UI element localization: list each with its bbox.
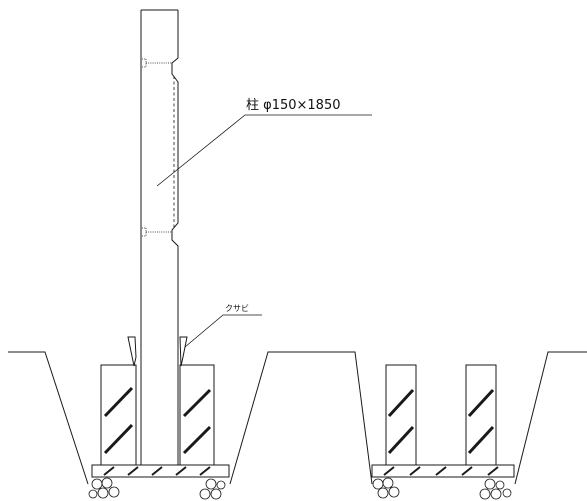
wedge-label: クサビ xyxy=(225,304,249,313)
ground-line-left xyxy=(8,351,89,485)
block-left xyxy=(100,364,137,466)
block-right-pit-left xyxy=(385,364,417,466)
base-slab-right xyxy=(371,464,515,478)
block-right-pit-right xyxy=(465,364,497,466)
gravel-left xyxy=(88,477,226,500)
post-label: 柱 φ150×1850 xyxy=(246,98,341,113)
gravel-right xyxy=(372,477,512,500)
ground-line-pit-1 xyxy=(229,351,373,485)
wedge-right xyxy=(179,336,188,367)
post-label-leader xyxy=(156,114,372,187)
right-pit-assembly xyxy=(371,364,515,500)
ground-line-right xyxy=(514,351,587,485)
bolt-hole-lower xyxy=(142,227,172,237)
block-right xyxy=(179,364,215,466)
wedge-label-leader xyxy=(184,314,262,348)
bolt-hole-upper xyxy=(142,58,172,68)
base-slab-left xyxy=(91,464,230,478)
left-pit-assembly: 柱 φ150×1850 クサビ xyxy=(88,9,372,500)
wedge-left xyxy=(127,336,137,367)
post xyxy=(140,9,179,465)
